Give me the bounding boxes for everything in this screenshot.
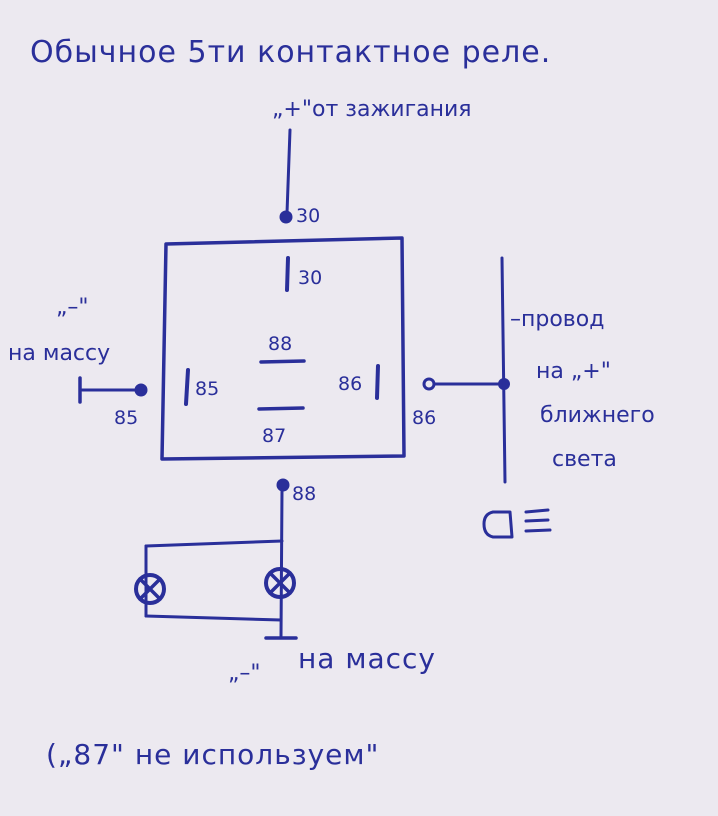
- pin-30-terminal: [279, 210, 293, 224]
- power-label: от зажигания: [312, 97, 472, 122]
- pin-88-external-label: 88: [292, 483, 316, 505]
- power-prefix: „+": [272, 97, 312, 122]
- low-beam-icon: [482, 508, 552, 539]
- pin-85-contact: [184, 368, 190, 406]
- relay-box: [160, 236, 406, 461]
- pin-88-contact: [259, 359, 306, 364]
- lamp-cross-icon: [264, 567, 296, 599]
- headlight-label-line4: света: [552, 447, 617, 472]
- pin-87-contact: [257, 406, 305, 411]
- parallel-top-wire: [144, 539, 284, 548]
- pin-85-external-label: 85: [114, 407, 138, 429]
- pin-86-external-label: 86: [412, 407, 436, 429]
- headlight-label-line1: –провод: [510, 307, 604, 332]
- headlight-wire: [500, 256, 507, 484]
- pin-30-internal-label: 30: [298, 267, 322, 289]
- pin-88-internal-label: 88: [268, 333, 292, 355]
- output-wire: [279, 488, 284, 638]
- ground-left-mark: „–": [56, 295, 89, 320]
- pin-88-terminal: [276, 478, 290, 492]
- pin-30-external-label: 30: [296, 205, 320, 227]
- pin-30-contact: [285, 256, 290, 292]
- diagram-title: Обычное 5ти контактное реле.: [30, 35, 551, 70]
- lamp-cross-icon: [134, 573, 166, 605]
- pin-85-internal-label: 85: [195, 378, 219, 400]
- parallel-bottom-wire: [144, 614, 283, 622]
- pin-85-terminal: [134, 383, 148, 397]
- ground-left-label: на массу: [8, 341, 110, 366]
- pin-87-internal-label: 87: [262, 425, 286, 447]
- ground-bottom-label: на массу: [298, 642, 436, 675]
- headlight-label-line2: на „+": [536, 359, 611, 384]
- pin-86-internal-label: 86: [338, 373, 362, 395]
- pin-86-contact: [375, 364, 380, 400]
- ground-bottom-mark: „–": [228, 661, 261, 686]
- power-wire: [285, 128, 292, 215]
- footnote: („87" не используем": [46, 738, 379, 771]
- headlight-label-line3: ближнего: [540, 403, 655, 428]
